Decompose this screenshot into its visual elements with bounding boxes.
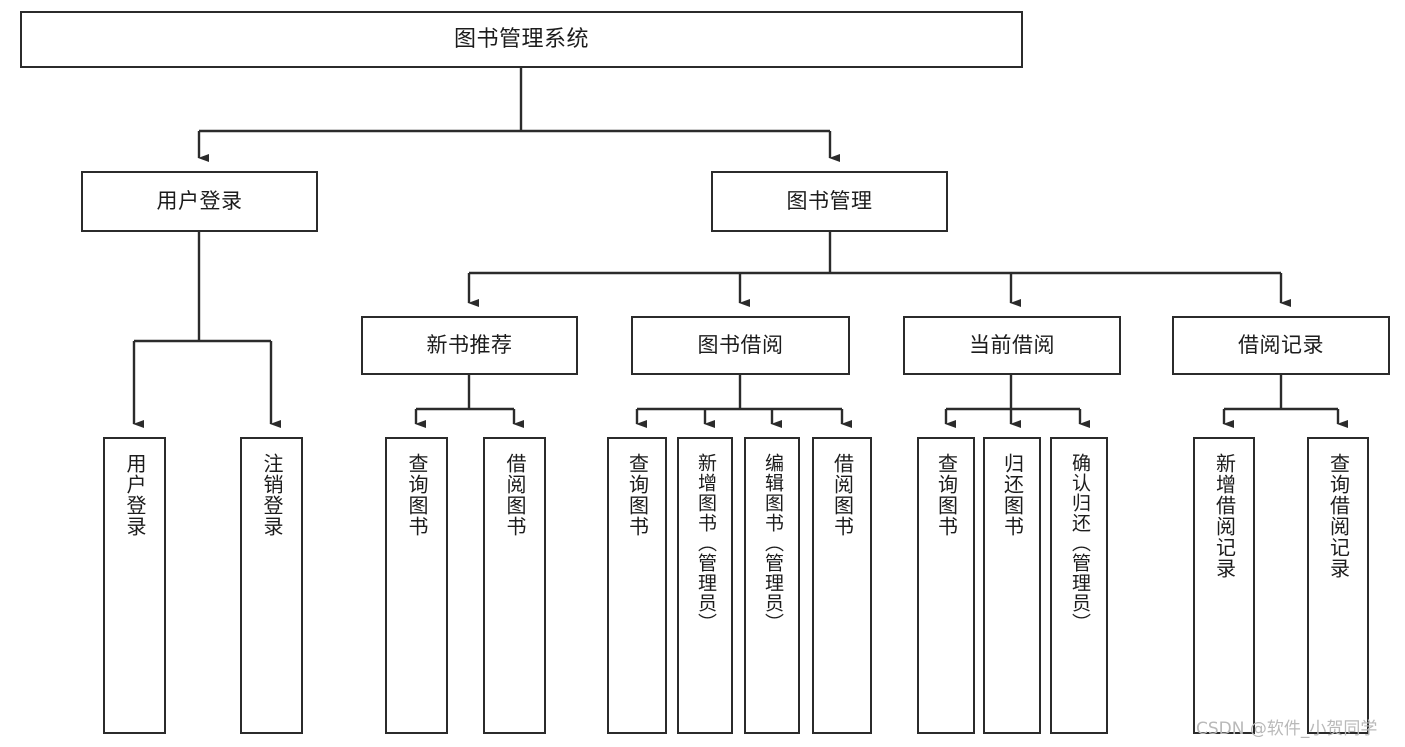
node-borrow-record[interactable]: 借阅记录 xyxy=(1172,316,1390,375)
node-label: 当前借阅 xyxy=(969,333,1055,358)
node-root-book-management-system[interactable]: 图书管理系统 xyxy=(20,11,1023,68)
leaf-confirm-return[interactable]: 确认归还（管理员） xyxy=(1050,437,1108,734)
leaf-label: 借阅图书 xyxy=(830,453,855,537)
node-label: 借阅记录 xyxy=(1238,333,1324,358)
node-new-book-recommend[interactable]: 新书推荐 xyxy=(361,316,578,375)
leaf-label: 新增图书（管理员） xyxy=(694,453,717,633)
leaf-user-login[interactable]: 用户登录 xyxy=(103,437,166,734)
leaf-label: 注销登录 xyxy=(260,453,284,537)
csdn-watermark: CSDN @软件_小贺同学 xyxy=(1196,719,1378,739)
node-label: 图书管理 xyxy=(786,189,873,214)
node-label: 图书管理系统 xyxy=(453,26,589,52)
leaf-label: 查询图书 xyxy=(625,453,650,537)
leaf-label: 归还图书 xyxy=(1000,453,1025,537)
leaf-add-borrow-record[interactable]: 新增借阅记录 xyxy=(1193,437,1255,734)
node-label: 新书推荐 xyxy=(426,333,513,358)
leaf-label: 查询借阅记录 xyxy=(1326,453,1351,579)
leaf-query-book-borrow[interactable]: 查询图书 xyxy=(607,437,667,734)
leaf-query-book-recommend[interactable]: 查询图书 xyxy=(385,437,448,734)
node-user-login[interactable]: 用户登录 xyxy=(81,171,318,232)
node-book-manage[interactable]: 图书管理 xyxy=(711,171,948,232)
leaf-borrow-book-recommend[interactable]: 借阅图书 xyxy=(483,437,546,734)
leaf-logout-login[interactable]: 注销登录 xyxy=(240,437,303,734)
node-current-borrow[interactable]: 当前借阅 xyxy=(903,316,1121,375)
leaf-label: 借阅图书 xyxy=(503,453,527,537)
leaf-query-book-current[interactable]: 查询图书 xyxy=(917,437,975,734)
leaf-label: 编辑图书（管理员） xyxy=(761,453,784,633)
leaf-label: 查询图书 xyxy=(934,453,959,537)
node-label: 图书借阅 xyxy=(697,333,784,358)
leaf-label: 用户登录 xyxy=(123,453,147,537)
leaf-label: 确认归还（管理员） xyxy=(1068,453,1091,633)
node-book-borrow[interactable]: 图书借阅 xyxy=(631,316,850,375)
leaf-query-borrow-record[interactable]: 查询借阅记录 xyxy=(1307,437,1369,734)
leaf-add-book[interactable]: 新增图书（管理员） xyxy=(677,437,733,734)
leaf-borrow-book[interactable]: 借阅图书 xyxy=(812,437,872,734)
leaf-return-book[interactable]: 归还图书 xyxy=(983,437,1041,734)
leaf-label: 查询图书 xyxy=(405,453,429,537)
leaf-edit-book[interactable]: 编辑图书（管理员） xyxy=(744,437,800,734)
node-label: 用户登录 xyxy=(156,189,243,214)
leaf-label: 新增借阅记录 xyxy=(1212,453,1237,579)
